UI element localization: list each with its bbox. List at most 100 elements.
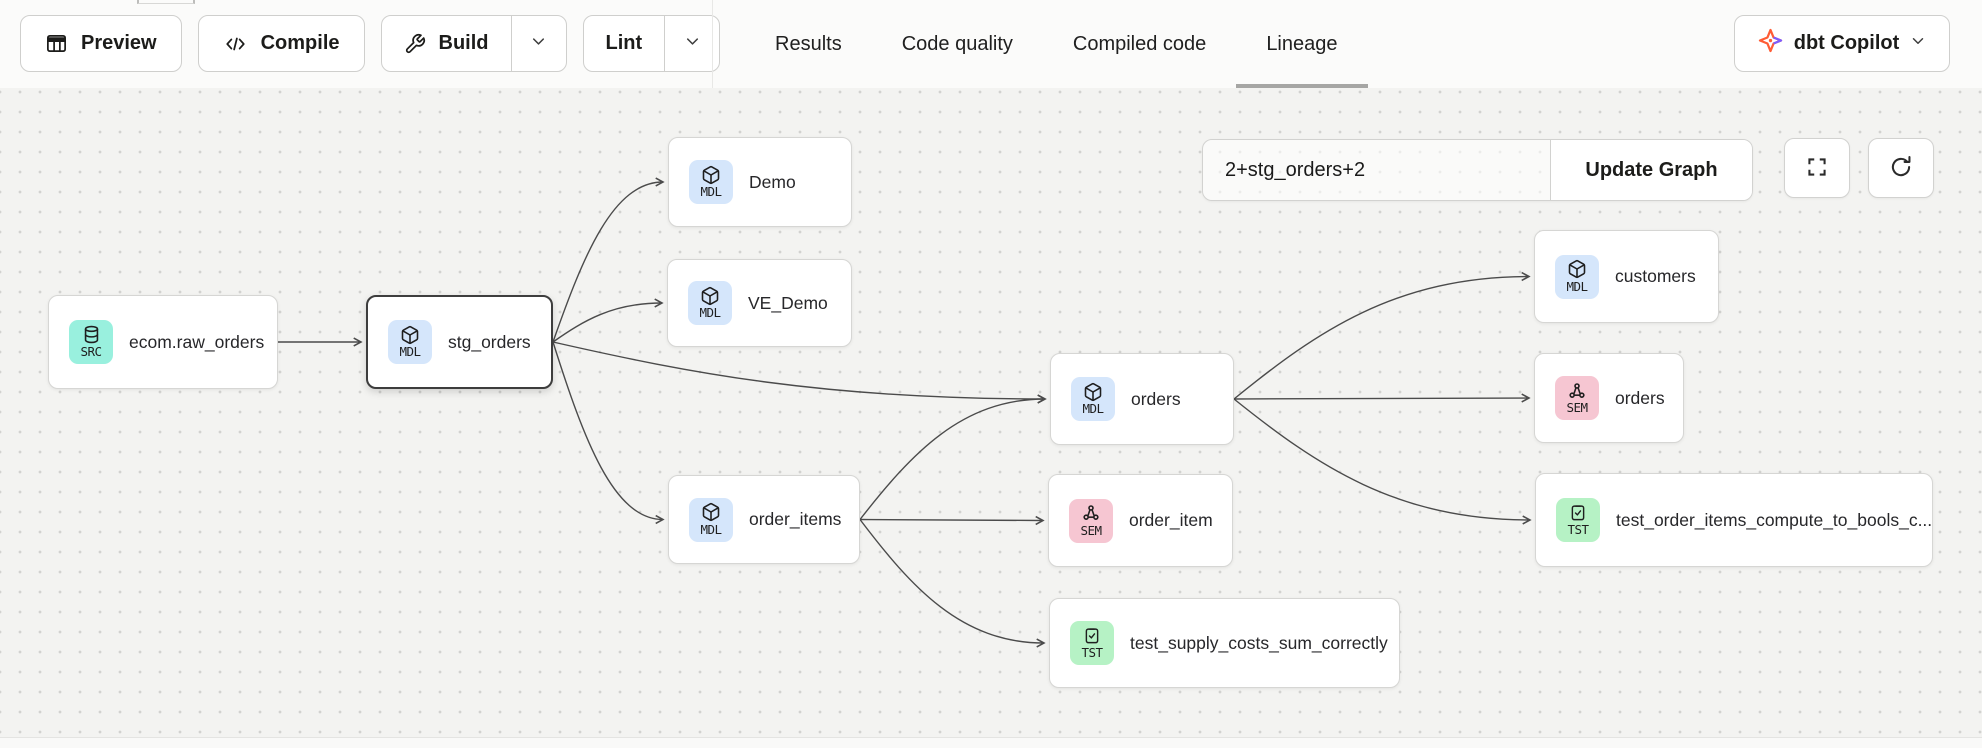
selector-divider <box>1550 140 1551 200</box>
chevron-down-icon <box>1909 32 1927 56</box>
node-type-badge: MDL <box>388 320 432 364</box>
compile-label: Compile <box>260 32 340 54</box>
lineage-node-customers[interactable]: MDL customers <box>1534 230 1719 323</box>
model-cube-icon <box>701 502 721 522</box>
button-divider <box>664 16 666 71</box>
node-label: ecom.raw_orders <box>129 331 265 352</box>
node-type-label: MDL <box>1566 278 1588 294</box>
model-cube-icon <box>1083 382 1103 401</box>
tab-lineage[interactable]: Lineage <box>1236 0 1368 88</box>
edge-orders_model-to-orders_semantic <box>1233 393 1531 403</box>
node-type-badge: TST <box>1070 621 1114 665</box>
test-clipboard-icon <box>1569 503 1587 522</box>
refresh-icon <box>1888 154 1914 183</box>
top-bar: Preview Compile Build <box>0 0 1982 88</box>
preview-button[interactable]: Preview <box>20 15 182 72</box>
node-type-badge: MDL <box>1071 377 1115 421</box>
node-label: VE_Demo <box>748 292 828 313</box>
node-type-label: SEM <box>1080 522 1102 538</box>
node-type-label: TST <box>1567 522 1589 537</box>
fullscreen-icon <box>1804 154 1830 183</box>
dbt-logo-icon <box>1757 27 1784 60</box>
lineage-node-order_items[interactable]: MDL order_items <box>668 475 860 564</box>
build-label: Build <box>438 32 489 54</box>
edge-order_items-to-test_supply_costs <box>859 519 1046 648</box>
edge-stg_orders-to-ve_demo <box>552 298 664 343</box>
chevron-down-icon <box>683 32 702 56</box>
lineage-selector-group: Update Graph <box>1202 139 1753 201</box>
dbt-copilot-button[interactable]: dbt Copilot <box>1734 15 1950 72</box>
node-type-badge: MDL <box>688 281 732 325</box>
node-label: orders <box>1131 388 1181 409</box>
edge-orders_model-to-test_order_items_compute <box>1233 398 1532 525</box>
build-button[interactable]: Build <box>382 16 511 71</box>
node-label: order_item <box>1129 510 1213 530</box>
tab-code-quality[interactable]: Code quality <box>901 32 1013 55</box>
chevron-down-icon <box>529 32 548 56</box>
node-type-label: MDL <box>399 344 421 359</box>
lineage-node-stg_orders[interactable]: MDL stg_orders <box>366 295 553 389</box>
lint-button[interactable]: Lint <box>584 16 665 71</box>
edge-orders_model-to-customers <box>1233 271 1531 400</box>
node-type-label: SEM <box>1566 400 1588 415</box>
build-dropdown-button[interactable] <box>512 16 566 71</box>
node-type-badge: SRC <box>69 320 113 364</box>
button-divider <box>510 16 512 71</box>
node-label: stg_orders <box>448 331 531 352</box>
node-type-label: MDL <box>700 184 722 199</box>
lineage-node-ecom_raw_orders[interactable]: SRC ecom.raw_orders <box>48 295 278 389</box>
update-graph-button[interactable]: Update Graph <box>1551 140 1752 200</box>
edge-stg_orders-to-orders_model <box>552 341 1047 404</box>
lineage-node-test_order_items_compute[interactable]: TST test_order_items_compute_to_bools_c..… <box>1535 473 1933 567</box>
model-cube-icon <box>1567 259 1587 279</box>
lineage-node-test_supply_costs[interactable]: TST test_supply_costs_sum_correctly <box>1049 598 1400 688</box>
code-icon <box>223 33 248 55</box>
action-toolbar: Preview Compile Build <box>20 15 721 72</box>
lineage-node-ve_demo[interactable]: MDL VE_Demo <box>667 259 852 347</box>
node-type-label: MDL <box>700 521 722 537</box>
toolbar-tab-separator <box>712 0 713 88</box>
edge-order_items-to-orders_model <box>859 394 1047 520</box>
node-type-badge: MDL <box>689 160 733 204</box>
node-label: test_supply_costs_sum_correctly <box>1130 632 1388 653</box>
database-icon <box>82 325 101 344</box>
lint-split-button: Lint <box>582 15 721 72</box>
tab-bar: Results Code quality Compiled code Lineage <box>745 0 1368 88</box>
model-cube-icon <box>400 325 420 344</box>
lineage-node-demo[interactable]: MDL Demo <box>668 137 852 227</box>
node-type-badge: TST <box>1556 498 1600 542</box>
semantic-layer-icon <box>1081 504 1101 523</box>
node-type-label: SRC <box>80 344 102 359</box>
node-label: customers <box>1615 266 1696 286</box>
node-type-badge: SEM <box>1069 498 1113 543</box>
tab-compiled-code[interactable]: Compiled code <box>1072 32 1207 55</box>
table-icon <box>45 32 68 55</box>
lineage-node-orders_model[interactable]: MDL orders <box>1050 353 1234 445</box>
node-type-badge: MDL <box>1555 254 1599 299</box>
test-clipboard-icon <box>1083 626 1101 645</box>
node-label: order_items <box>749 509 842 529</box>
build-split-button: Build <box>380 15 567 72</box>
lint-label: Lint <box>605 32 643 54</box>
edge-stg_orders-to-demo <box>552 177 665 343</box>
lint-dropdown-button[interactable] <box>665 16 719 71</box>
node-label: test_order_items_compute_to_bools_c... <box>1616 509 1933 530</box>
fullscreen-button[interactable] <box>1784 138 1850 198</box>
node-type-badge: MDL <box>689 497 733 542</box>
node-type-label: TST <box>1081 645 1103 660</box>
node-label: Demo <box>749 171 796 192</box>
lineage-node-order_item_semantic[interactable]: SEM order_item <box>1048 474 1233 567</box>
edge-order_items-to-order_item_semantic <box>859 515 1045 526</box>
tab-results[interactable]: Results <box>775 32 842 55</box>
model-cube-icon <box>700 286 720 305</box>
refresh-button[interactable] <box>1868 138 1934 198</box>
compile-button[interactable]: Compile <box>197 15 365 72</box>
model-cube-icon <box>701 165 721 184</box>
selector-input[interactable] <box>1203 140 1550 200</box>
semantic-layer-icon <box>1567 381 1587 400</box>
wrench-icon <box>404 33 426 55</box>
clipped-ui-artifact <box>137 0 195 4</box>
